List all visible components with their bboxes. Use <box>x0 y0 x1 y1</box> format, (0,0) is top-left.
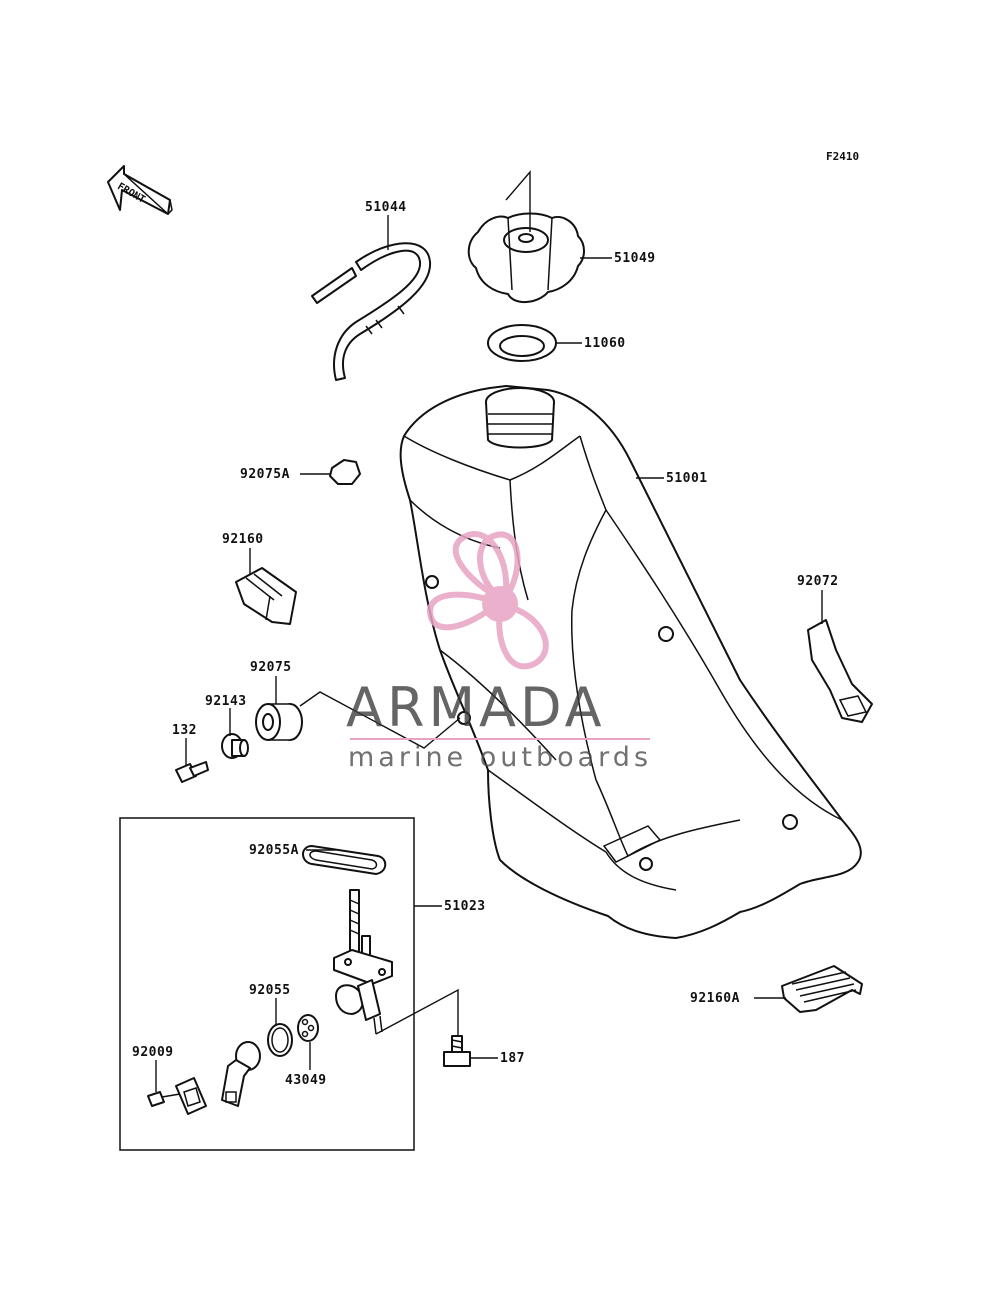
cap-vent-leader <box>505 170 531 232</box>
fuel-cock-assembly-box <box>119 817 415 1151</box>
cock-lever <box>221 1041 261 1107</box>
gasket-92055A <box>302 845 387 875</box>
damper-92075 <box>255 703 303 741</box>
diagram-code: F2410 <box>826 150 860 163</box>
label-187[interactable]: 187 <box>500 1051 525 1066</box>
cap-gasket-11060 <box>487 324 557 362</box>
label-132[interactable]: 132 <box>172 723 197 738</box>
label-92055[interactable]: 92055 <box>249 983 291 998</box>
label-92055A[interactable]: 92055A <box>249 843 299 858</box>
breather-hose-51044 <box>311 242 432 381</box>
o-ring-92055 <box>267 1023 293 1057</box>
collar-92143 <box>221 733 249 759</box>
label-92143[interactable]: 92143 <box>205 694 247 709</box>
label-51023[interactable]: 51023 <box>444 899 486 914</box>
rubber-pad-92160 <box>235 567 297 625</box>
fuel-cap-51049 <box>467 212 585 303</box>
label-43049[interactable]: 43049 <box>285 1073 327 1088</box>
band-strap-92072 <box>807 619 873 723</box>
label-leaders <box>155 215 823 1092</box>
label-92072[interactable]: 92072 <box>797 574 839 589</box>
plug-92075A <box>329 459 361 485</box>
fuel-cock-51023 <box>333 889 393 1035</box>
plate-screw-92009 <box>147 1077 207 1115</box>
label-51044[interactable]: 51044 <box>365 200 407 215</box>
rubber-pad-92160A <box>781 965 863 1013</box>
watermark-tagline: marine outboards <box>348 742 653 773</box>
label-51001[interactable]: 51001 <box>666 471 708 486</box>
label-92009[interactable]: 92009 <box>132 1045 174 1060</box>
label-11060[interactable]: 11060 <box>584 336 626 351</box>
cock-mount-leader <box>375 988 459 1044</box>
label-92075[interactable]: 92075 <box>250 660 292 675</box>
watermark-name: ARMADA <box>346 676 606 739</box>
bolt-132 <box>175 761 209 783</box>
label-92075A[interactable]: 92075A <box>240 467 290 482</box>
label-51049[interactable]: 51049 <box>614 251 656 266</box>
fuel-tank-51001 <box>399 385 862 939</box>
label-92160[interactable]: 92160 <box>222 532 264 547</box>
front-arrow-icon <box>107 165 173 216</box>
label-92160A[interactable]: 92160A <box>690 991 740 1006</box>
damper-leader <box>299 691 461 749</box>
watermark-propeller-icon <box>426 531 549 670</box>
bolt-187 <box>443 1035 471 1067</box>
packing-43049 <box>297 1014 319 1042</box>
